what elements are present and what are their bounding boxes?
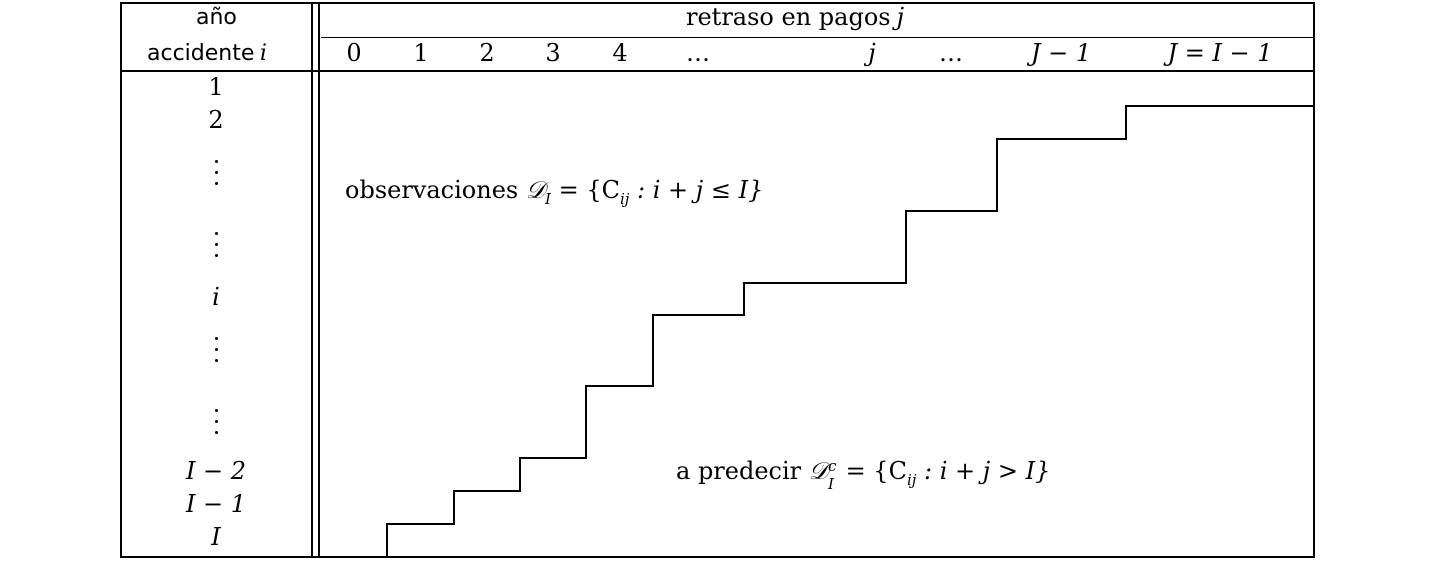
year-header-line2: accidente i <box>147 42 267 65</box>
col-label-0: 0 <box>346 39 362 67</box>
row-vdots-3 <box>214 337 218 370</box>
row-label-1: 1 <box>208 73 224 101</box>
delay-header-underline <box>321 37 1315 38</box>
predict-D: 𝒟 <box>808 457 828 485</box>
predict-C-sub: ij <box>906 470 917 489</box>
col-label-ellipsis-2: … <box>939 39 963 67</box>
row-vdots-2 <box>214 232 218 265</box>
year-header-var: i <box>259 41 267 66</box>
predict-set-open: = {C <box>837 457 907 485</box>
table-bottom-border <box>120 556 1315 558</box>
observed-condition: : i + j ≤ I} <box>629 176 764 204</box>
row-vdots-4 <box>214 409 218 442</box>
delay-header: retraso en pagos j <box>686 5 904 30</box>
observed-D-sub: I <box>545 189 551 208</box>
col-label-j: j <box>868 39 876 67</box>
year-header-text: accidente <box>147 41 255 66</box>
col-label-J-minus-1: J − 1 <box>1030 39 1092 67</box>
col-label-1: 1 <box>413 39 429 67</box>
row-label-I-minus-2: I − 2 <box>185 457 247 485</box>
observed-set-open: = {C <box>550 176 620 204</box>
delay-header-var: j <box>896 3 905 31</box>
double-rule-right <box>318 2 320 558</box>
observed-D: 𝒟 <box>525 176 546 204</box>
col-label-4: 4 <box>612 39 628 67</box>
header-bottom-rule <box>120 70 1315 72</box>
row-vdots-1 <box>214 160 218 193</box>
observed-text: observaciones <box>345 176 519 204</box>
staircase-line <box>386 105 1314 557</box>
predict-condition: : i + j > I} <box>916 457 1051 485</box>
year-header-line1: año <box>196 5 237 30</box>
table-top-border <box>120 2 1315 4</box>
observed-region-label: observaciones 𝒟I = {Cij : i + j ≤ I} <box>345 176 764 206</box>
double-rule-left <box>311 2 313 558</box>
row-label-i: i <box>212 283 220 311</box>
delay-header-text: retraso en pagos <box>686 3 891 31</box>
row-label-I: I <box>211 523 221 551</box>
table-right-border <box>1313 2 1315 558</box>
col-label-3: 3 <box>545 39 561 67</box>
row-label-2: 2 <box>208 106 224 134</box>
observed-C-sub: ij <box>619 189 630 208</box>
table-left-border <box>120 2 122 558</box>
row-label-I-minus-1: I − 1 <box>185 490 247 518</box>
col-label-ellipsis-1: … <box>686 39 710 67</box>
col-label-2: 2 <box>479 39 495 67</box>
col-label-J-equals: J = I − 1 <box>1167 39 1273 67</box>
predict-text: a predecir <box>676 457 802 485</box>
